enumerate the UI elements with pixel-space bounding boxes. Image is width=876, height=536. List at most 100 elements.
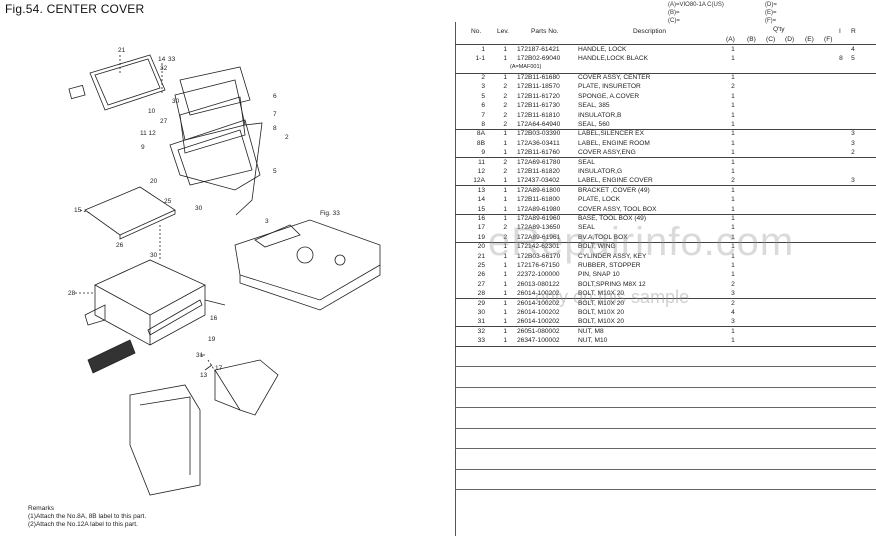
cell-lev: 1 — [503, 252, 507, 260]
cell-lev: 2 — [503, 158, 507, 166]
cell-r: 2 — [851, 149, 855, 157]
cell-lev: 2 — [503, 168, 507, 175]
cell-a: 1 — [731, 168, 735, 175]
lock-handle — [68, 84, 86, 100]
cell-no: 5 — [481, 92, 485, 100]
callout-28: 28 — [68, 290, 76, 297]
cell-a: 1 — [731, 54, 735, 62]
cell-desc: COVER ASSY, CENTER — [578, 74, 651, 81]
callout-9: 9 — [141, 144, 145, 151]
cell-lev: 1 — [503, 262, 507, 269]
cell-no: 9 — [481, 149, 485, 157]
cell-no: 1-1 — [475, 54, 485, 62]
cell-lev: 1 — [503, 46, 507, 53]
cell-desc: SEAL — [578, 224, 595, 232]
empty-row-rule — [455, 489, 876, 491]
remarks: Remarks (1)Attach the No.8A, 8B label to… — [28, 505, 147, 528]
seal-strip — [235, 122, 263, 216]
cell-lev: 2 — [503, 121, 507, 128]
cell-no: 28 — [477, 290, 485, 298]
cell-part: 172B11-61720 — [517, 92, 560, 100]
cell-desc: COVER ASSY, TOOL BOX — [578, 205, 657, 213]
cell-lev: 1 — [503, 149, 507, 157]
header-desc: Description — [633, 28, 666, 35]
cell-lev: 2 — [503, 111, 507, 119]
cell-a: 2 — [731, 83, 735, 91]
cell-a: 1 — [731, 74, 735, 81]
cell-part: 172B11-61820 — [517, 168, 560, 175]
cell-no: 3 — [481, 83, 485, 91]
cell-no: 6 — [481, 102, 485, 110]
cell-desc: SEAL, 385 — [578, 102, 610, 110]
callout-5: 5 — [273, 168, 277, 175]
cell-part: 172B11-61810 — [517, 111, 560, 119]
cell-lev: 1 — [503, 309, 507, 316]
cell-r: 5 — [851, 54, 855, 62]
cell-no: 16 — [477, 215, 485, 222]
cell-lev: 1 — [503, 177, 507, 185]
watermark-note: only on this sample — [535, 287, 690, 307]
callout-ref-fig: Fig. 33 — [320, 210, 340, 217]
callout-20: 20 — [150, 178, 158, 185]
cell-lev: 1 — [503, 205, 507, 213]
cell-part: 172B11-61730 — [517, 102, 560, 110]
cell-desc: BASE, TOOL BOX (49) — [578, 215, 647, 222]
cell-lev: 1 — [503, 139, 507, 147]
cell-part: 172B03-66170 — [517, 252, 561, 260]
cell-lev: 1 — [503, 318, 507, 326]
column-divider — [455, 22, 456, 536]
cover-panel — [89, 54, 166, 111]
callout-21: 21 — [118, 47, 126, 54]
cell-a: 1 — [731, 149, 735, 157]
cell-part: 172B11-18570 — [517, 83, 560, 91]
cell-a: 2 — [731, 177, 735, 185]
callout-27: 27 — [160, 118, 168, 125]
cell-no: 2 — [481, 74, 485, 81]
row-rule — [455, 128, 876, 130]
callout-25: 25 — [164, 198, 172, 205]
cell-no: 31 — [477, 318, 485, 326]
cell-part: 26013-080122 — [517, 280, 560, 288]
cell-a: 1 — [731, 205, 735, 213]
cell-a: 1 — [731, 186, 735, 194]
cell-desc: SEAL — [578, 158, 595, 166]
cell-no: 17 — [477, 224, 485, 232]
cell-lev: 2 — [503, 83, 507, 91]
cell-part: 172187-61421 — [517, 46, 560, 53]
cell-no: 12 — [477, 168, 485, 175]
cell-part: 172B11-61760 — [517, 149, 560, 157]
cell-desc: BRACKET ,COVER (49) — [578, 186, 650, 194]
callout-3: 3 — [265, 218, 269, 225]
cell-desc: PIN, SNAP 10 — [578, 271, 620, 279]
cell-a: 1 — [731, 196, 735, 204]
row-rule — [455, 241, 876, 243]
callout-16: 16 — [210, 315, 218, 322]
cell-lev: 2 — [503, 92, 507, 100]
cell-lev: 1 — [503, 327, 507, 335]
cell-lev: 1 — [503, 74, 507, 81]
cell-no: 11 — [478, 158, 485, 166]
cell-desc: HANDLE,LOCK BLACK — [578, 54, 648, 62]
cell-no: 26 — [477, 271, 485, 279]
cell-lev: 1 — [503, 196, 507, 204]
cell-a: 3 — [731, 290, 735, 298]
cell-a: 1 — [731, 139, 735, 147]
cell-a: 1 — [731, 121, 735, 128]
variant-legend-right: (D)= (E)= (F)= — [765, 2, 777, 24]
cell-desc: RUBBER, STOPPER — [578, 262, 641, 269]
row-rule — [455, 213, 876, 215]
cell-a: 3 — [731, 318, 735, 326]
cell-no: 32 — [477, 327, 485, 335]
header-col-f: (F) — [824, 36, 833, 43]
